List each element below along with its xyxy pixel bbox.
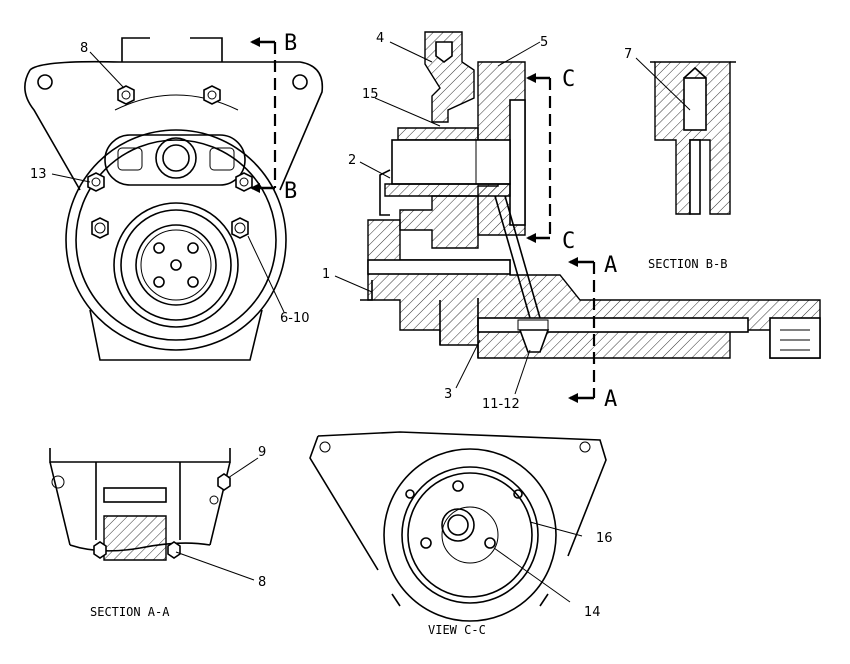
leader-line [389, 41, 433, 63]
callout-1: 1 [322, 267, 330, 282]
caption-section-bb: SECTION B-B [648, 257, 727, 271]
leader-line [635, 57, 691, 111]
leader-line [514, 349, 531, 395]
callout-16: 16 [596, 531, 613, 546]
section-marker-c-top: C [562, 67, 575, 92]
callout-6-10: 6-10 [280, 311, 310, 326]
callout-4: 4 [376, 31, 384, 46]
bolt [117, 85, 135, 105]
callout-7: 7 [624, 47, 632, 62]
callout-2: 2 [348, 153, 356, 168]
section-aa-view [49, 448, 231, 561]
callout-11-12: 11-12 [482, 397, 520, 412]
leader-line [374, 97, 441, 127]
callout-5: 5 [540, 35, 548, 50]
leader-line [359, 161, 391, 179]
view-cc [309, 431, 607, 622]
leader-line [529, 521, 583, 537]
section-marker-c-bottom: C [562, 229, 575, 254]
leader-line [493, 547, 571, 603]
front-view [24, 37, 324, 361]
callout-8-top: 8 [80, 41, 88, 56]
callout-14: 14 [584, 605, 601, 620]
bolt [203, 85, 221, 105]
callout-8-bottom: 8 [258, 575, 266, 590]
bolt [87, 172, 105, 192]
caption-view-cc: VIEW C-C [428, 623, 486, 637]
leader-line [51, 173, 91, 183]
section-marker-a-top: A [604, 253, 617, 278]
section-marker-b-top: B [284, 31, 297, 56]
cross-section-view [360, 31, 821, 403]
leader-line [497, 41, 541, 67]
callout-15: 15 [362, 87, 379, 102]
callout-9: 9 [258, 445, 266, 460]
caption-section-aa: SECTION A-A [90, 605, 170, 619]
section-marker-b-bottom: B [284, 179, 297, 204]
bolt [91, 217, 109, 239]
section-marker-a-bottom: A [604, 387, 617, 412]
section-bb-view [650, 61, 736, 215]
bolt [231, 217, 249, 239]
callout-3: 3 [444, 387, 452, 402]
bolt [235, 172, 253, 192]
leader-line [175, 551, 255, 581]
leader-line [89, 51, 125, 89]
callout-13: 13 [30, 167, 47, 182]
leader-line [247, 235, 285, 313]
leader-line [455, 339, 481, 389]
leader-line [227, 457, 259, 479]
leader-line [334, 275, 373, 293]
